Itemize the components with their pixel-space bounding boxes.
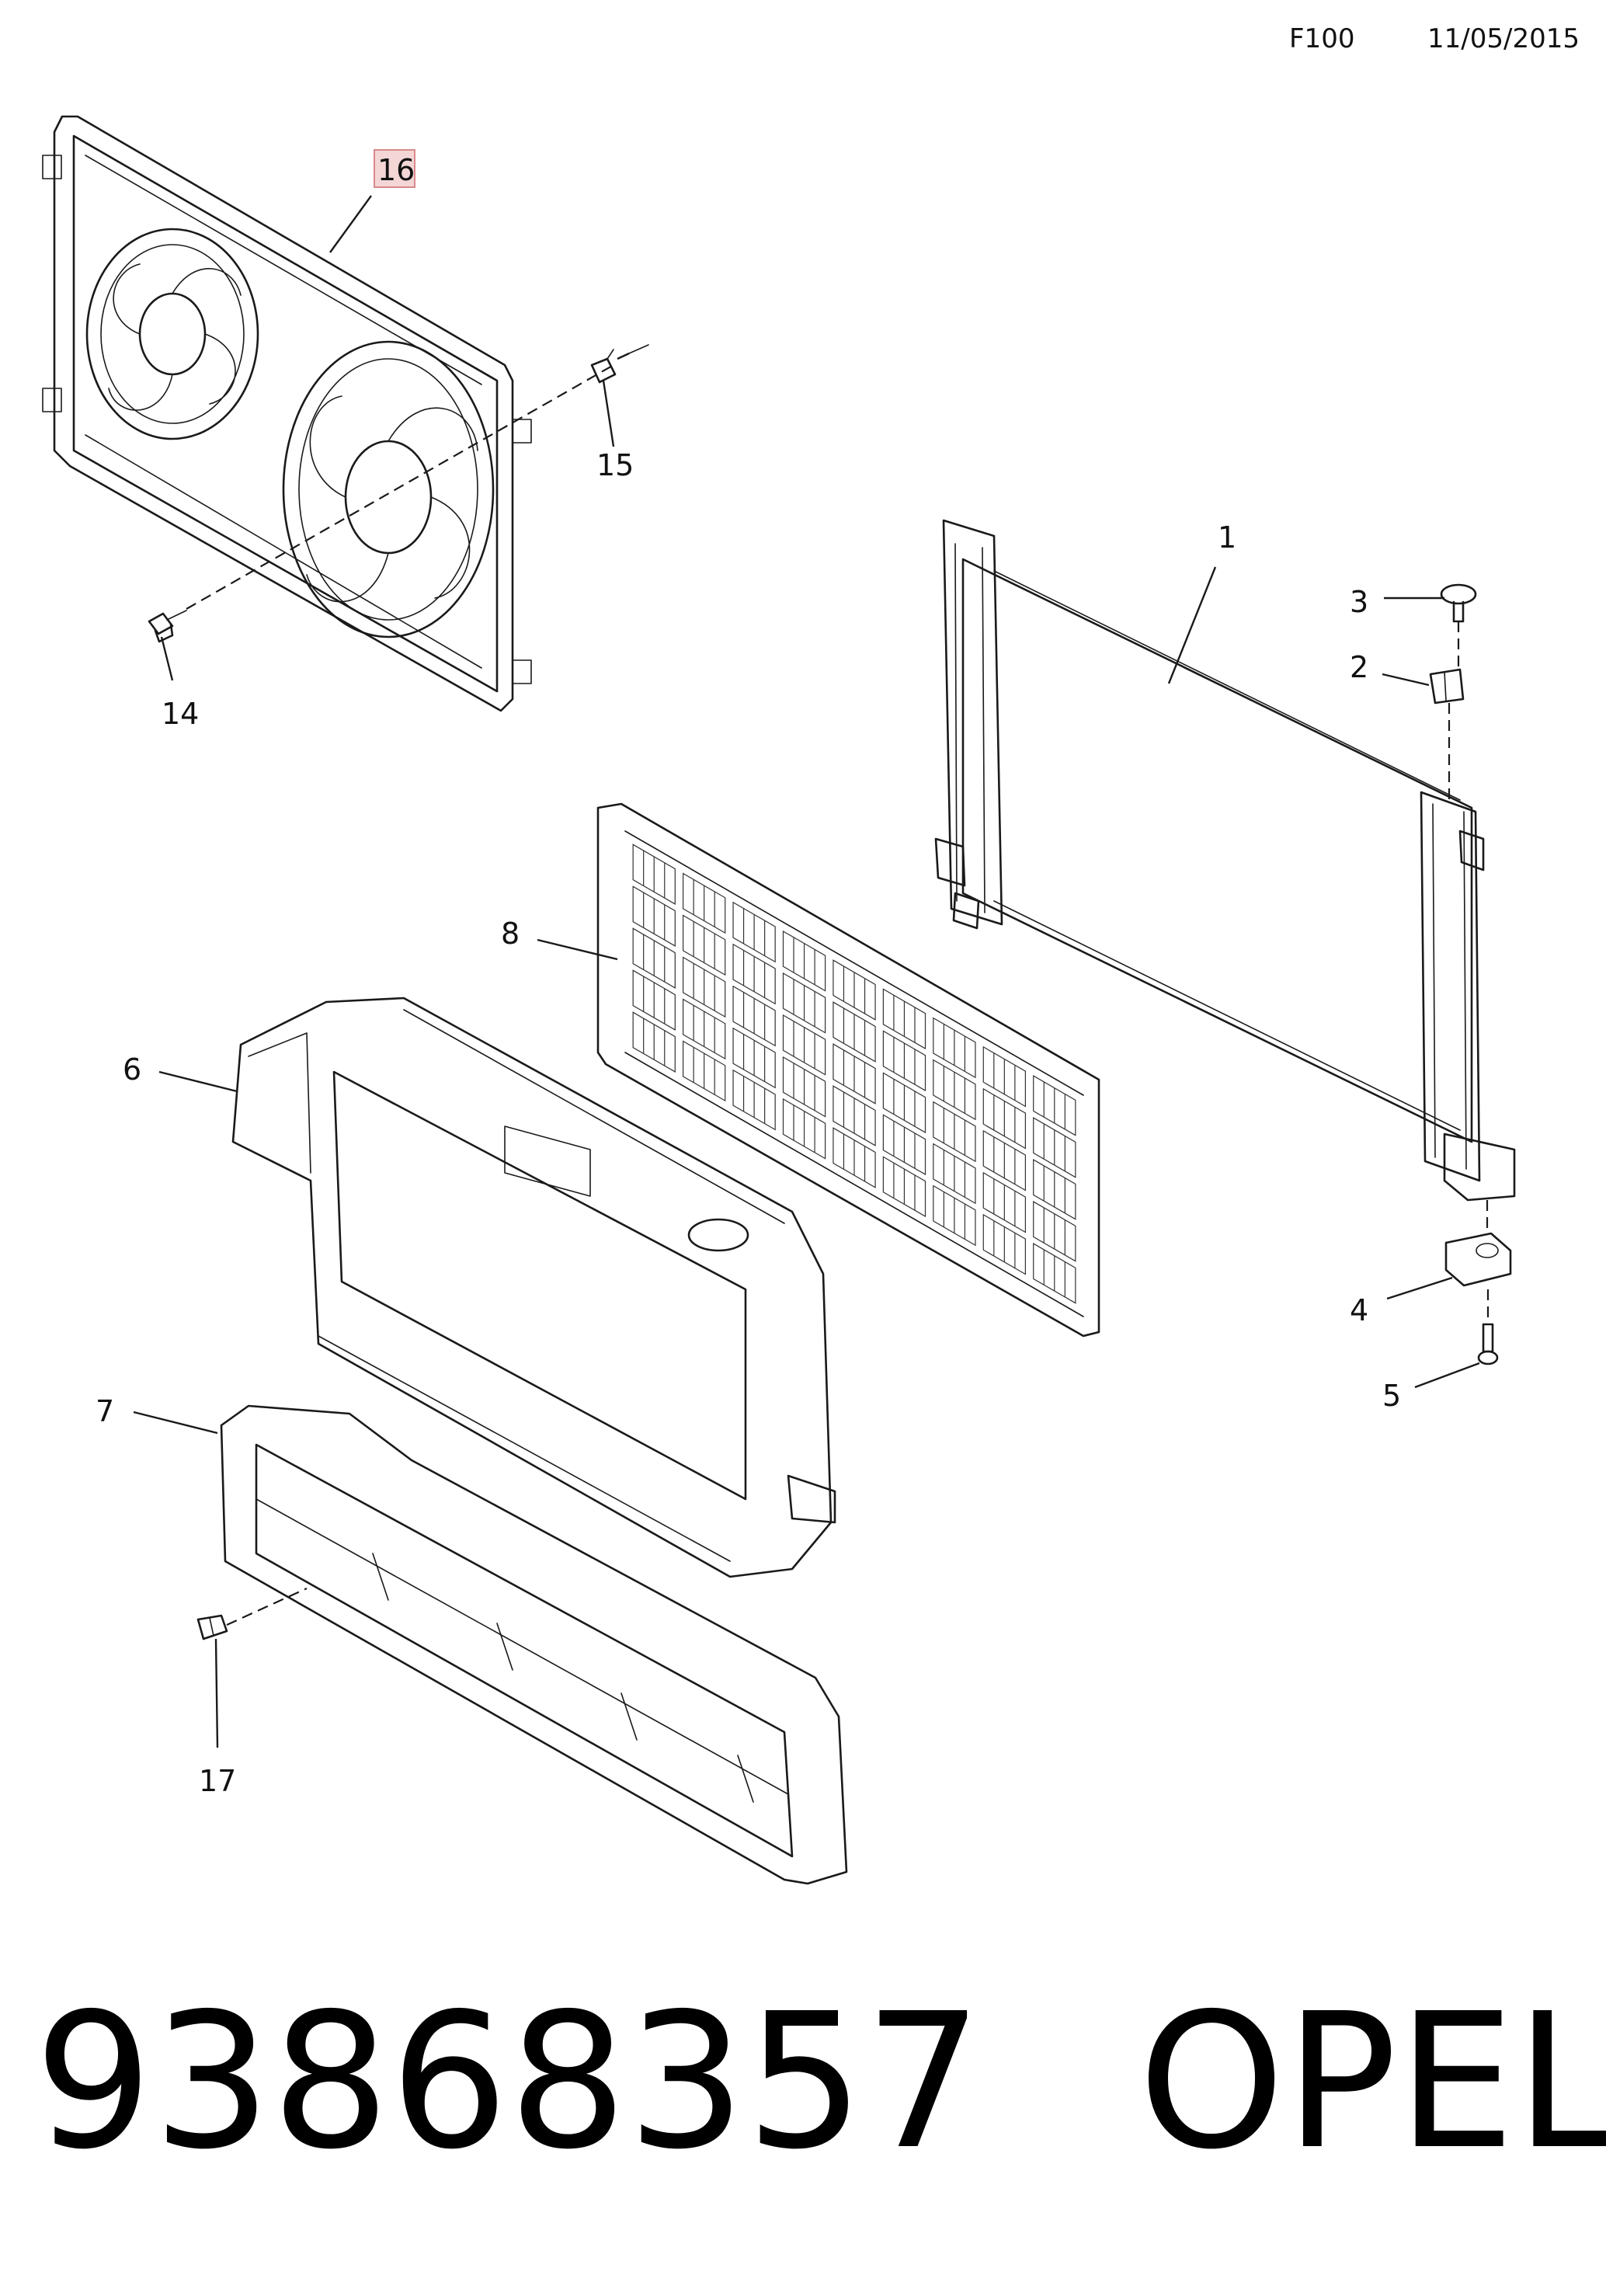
grille-cell — [882, 1030, 926, 1092]
grille-cell — [833, 1085, 876, 1146]
grille-cell — [833, 1001, 876, 1063]
callout-8: 8 — [501, 917, 520, 951]
grille-cell — [682, 914, 726, 976]
grille-cell — [882, 1114, 926, 1176]
grille-cell — [632, 1011, 676, 1073]
callout-6: 6 — [123, 1052, 141, 1087]
callout-4: 4 — [1350, 1293, 1368, 1327]
right-fan — [282, 340, 495, 638]
grille-cell — [982, 1045, 1027, 1108]
grille-cell — [882, 988, 926, 1050]
grille-cell — [933, 1143, 976, 1205]
front-module-carrier — [231, 997, 836, 1578]
grille-cell — [732, 985, 776, 1047]
callout-14: 14 — [162, 697, 199, 731]
grille-cell — [1033, 1159, 1076, 1220]
bolt-14 — [148, 610, 187, 643]
grille-cell — [732, 943, 776, 1005]
leader-5 — [1414, 1362, 1480, 1389]
callout-16: 16 — [377, 153, 415, 187]
leader-7 — [133, 1411, 218, 1435]
brand-name: OPEL — [1138, 1973, 1606, 2190]
left-fan — [85, 228, 259, 440]
callout-15: 15 — [596, 448, 634, 482]
grille-cell — [982, 1087, 1027, 1150]
callout-2: 2 — [1350, 650, 1368, 684]
grille-cell — [1033, 1117, 1076, 1178]
leader-8 — [537, 938, 618, 961]
grille-cell — [833, 959, 876, 1021]
lower-air-deflector — [220, 1404, 848, 1885]
grille-cell — [933, 1101, 976, 1163]
leader-14 — [160, 636, 174, 681]
callout-1: 1 — [1218, 520, 1236, 555]
grille-cell — [1033, 1075, 1076, 1136]
grille-cell — [833, 1043, 876, 1105]
grille-cell — [682, 1040, 726, 1102]
grille-cell — [782, 930, 826, 992]
grille-cell — [933, 1059, 976, 1121]
part-number: 93868357 — [34, 1973, 983, 2190]
callout-3: 3 — [1350, 585, 1368, 619]
leader-2 — [1382, 673, 1430, 687]
callout-16-highlight — [374, 149, 415, 188]
grille-cell — [982, 1129, 1027, 1191]
grille-cell — [933, 1017, 976, 1079]
grille-cell — [982, 1213, 1027, 1275]
grille-cell — [882, 1072, 926, 1134]
grille-cell — [782, 1014, 826, 1076]
leader-15 — [602, 380, 615, 447]
leader-1 — [1167, 566, 1217, 684]
callout-7: 7 — [96, 1394, 114, 1428]
leader-16 — [329, 195, 372, 253]
grille-cell — [632, 885, 676, 947]
leader-6 — [158, 1070, 238, 1093]
grille-cell — [782, 1098, 826, 1160]
grille-cell — [732, 901, 776, 963]
fan-shroud-assembly — [42, 115, 532, 712]
grille-cell — [982, 1171, 1027, 1233]
grille-cell — [732, 1069, 776, 1131]
grille-cell — [1033, 1243, 1076, 1304]
grille-cell — [1033, 1201, 1076, 1262]
grille-cell — [682, 872, 726, 934]
clip-17 — [196, 1614, 228, 1640]
clip-15 — [590, 349, 617, 384]
grille-cell — [632, 927, 676, 989]
grille-cell — [682, 956, 726, 1018]
diagram-code: F100 — [1289, 23, 1355, 54]
bolt-5 — [1477, 1323, 1499, 1365]
grille-cell — [732, 1027, 776, 1089]
clip-2 — [1429, 668, 1465, 704]
grille-cell — [782, 1056, 826, 1118]
grille-cell — [682, 998, 726, 1060]
grille-panel — [596, 802, 1100, 1338]
grille-cell — [882, 1156, 926, 1218]
mount-4 — [1444, 1232, 1512, 1287]
grille-cell — [782, 972, 826, 1034]
radiator — [934, 519, 1516, 1202]
grille-cell — [833, 1127, 876, 1188]
grille-cell — [933, 1185, 976, 1247]
callout-17: 17 — [199, 1764, 236, 1798]
leader-17 — [214, 1638, 219, 1748]
leader-4 — [1386, 1276, 1453, 1300]
pin-3 — [1440, 583, 1477, 623]
grille-cell — [632, 969, 676, 1031]
callout-5: 5 — [1382, 1379, 1401, 1413]
grille-cell — [632, 844, 676, 905]
diagram-date: 11/05/2015 — [1427, 23, 1580, 54]
